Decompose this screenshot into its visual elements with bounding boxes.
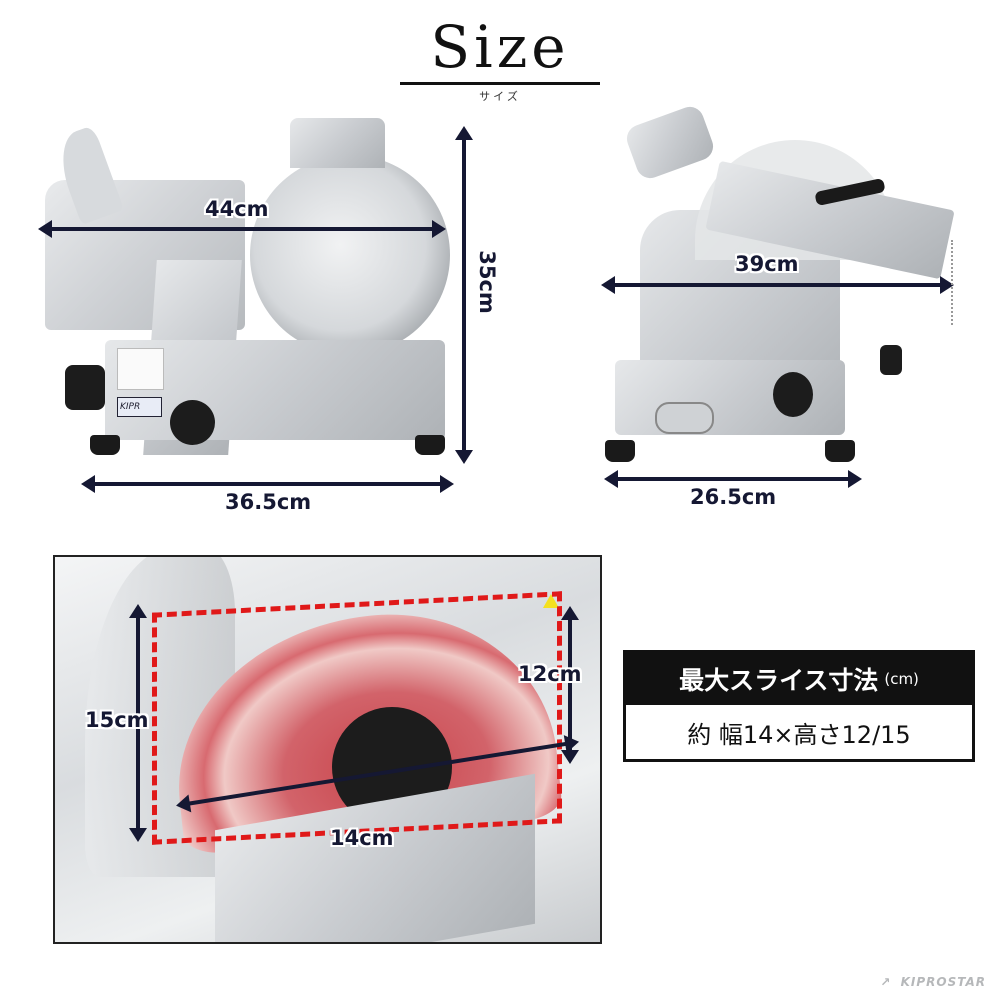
dimension-arrow-height-right xyxy=(561,606,579,764)
info-box-title: 最大スライス寸法 xyxy=(679,666,879,695)
dimension-label-width-slice: 14cm xyxy=(330,826,394,850)
blade xyxy=(250,155,450,355)
brand-plate: KIPR xyxy=(117,397,162,417)
max-slice-size-box: 最大スライス寸法 (cm) 約 幅14×高さ12/15 xyxy=(623,650,975,762)
info-box-unit: (cm) xyxy=(884,670,919,688)
dimension-label-depth-base: 26.5cm xyxy=(690,485,777,509)
power-knob xyxy=(65,365,105,410)
info-box-value: 約 幅14×高さ12/15 xyxy=(687,720,911,749)
side-knob xyxy=(880,345,902,375)
dotted-guide-line xyxy=(951,240,953,325)
side-view xyxy=(595,100,965,470)
dimension-arrow-width-top xyxy=(38,220,446,238)
dimension-arrow-height xyxy=(455,126,473,464)
warning-triangle-icon xyxy=(543,594,559,608)
brand-name: KIPROSTAR xyxy=(900,975,986,989)
dimension-label-width-base: 36.5cm xyxy=(225,490,312,514)
dimension-arrow-width-base xyxy=(81,475,454,493)
info-box-header: 最大スライス寸法 (cm) xyxy=(626,653,972,705)
dimension-arrow-depth-base xyxy=(604,470,862,488)
carriage-knob xyxy=(170,400,215,445)
dimension-arrow-depth-top xyxy=(601,276,954,294)
dimension-label-height: 35cm xyxy=(474,250,499,314)
brand-watermark: ↗ KIPROSTAR xyxy=(880,975,986,989)
dimension-label-width-top: 44cm xyxy=(205,197,269,221)
dimension-arrow-height-left xyxy=(129,604,147,842)
side-foot-left xyxy=(605,440,635,462)
page-subtitle: サイズ xyxy=(479,90,521,103)
dimension-label-depth-top: 39cm xyxy=(735,252,799,276)
sharpener-head xyxy=(623,102,717,183)
side-foot-right xyxy=(825,440,855,462)
brand-logo-icon: ↗ xyxy=(880,975,892,989)
blade-sharpener xyxy=(290,118,385,168)
page-title: Size xyxy=(430,13,570,81)
warning-label xyxy=(117,348,164,390)
title-underline xyxy=(400,82,600,85)
foot-left xyxy=(90,435,120,455)
foot-right xyxy=(415,435,445,455)
dimension-label-height-right: 12cm xyxy=(518,662,582,686)
dimension-label-height-left: 15cm xyxy=(85,708,149,732)
front-view: KIPR xyxy=(35,100,465,480)
max-slice-area-outline xyxy=(152,591,562,845)
power-switch xyxy=(655,402,714,434)
thickness-dial xyxy=(773,372,813,417)
